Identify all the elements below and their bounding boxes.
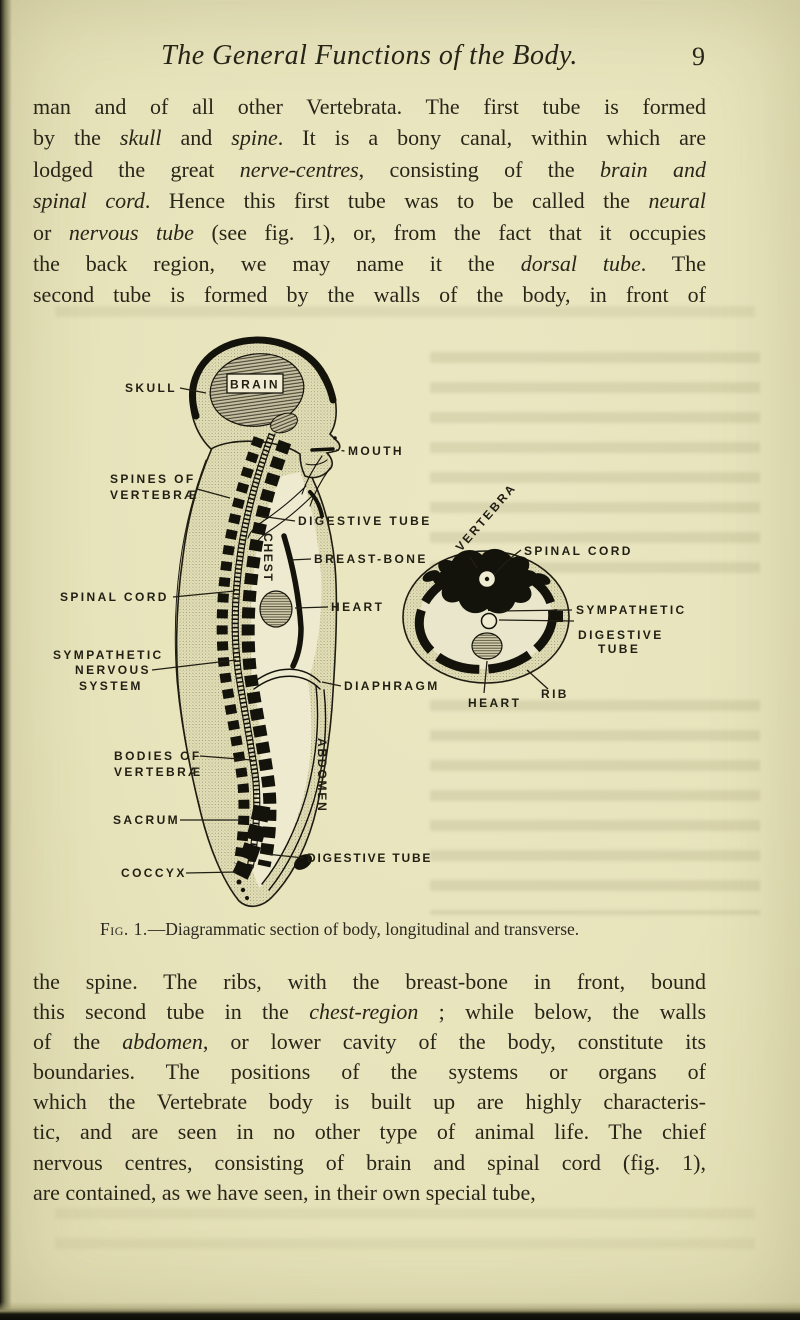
label-heart-right: HEART <box>468 696 521 710</box>
running-header-title: The General Functions of the Body. <box>161 40 578 71</box>
label-breast-bone: BREAST-BONE <box>314 552 428 566</box>
figure-caption-number: Fig. 1. <box>100 919 148 939</box>
text-line: the spine. The ribs, with the breast-bon… <box>33 969 706 994</box>
paragraph-2: the spine. The ribs, with the breast-bon… <box>33 967 706 1208</box>
label-heart-left: HEART <box>331 600 384 614</box>
label-sympathetic-line2: NERVOUS <box>75 663 151 677</box>
label-coccyx: COCCYX <box>121 866 187 880</box>
paragraph-1: man and of all other Vertebrata. The fir… <box>33 91 706 311</box>
label-digestive-tube-right-line2: TUBE <box>598 642 640 656</box>
label-spinal-cord-right: SPINAL CORD <box>524 544 633 558</box>
label-sympathetic-line1: SYMPATHETIC <box>53 648 164 662</box>
figure-caption-text: —Diagrammatic section of body, longitudi… <box>147 919 580 939</box>
text-line: nervous centres, consisting of brain and… <box>33 1149 706 1175</box>
label-chest: CHEST <box>261 533 275 583</box>
text-line: tic, and are seen in no other type of an… <box>33 1119 706 1145</box>
text-line: by the skull and spine. It is a bony can… <box>33 125 706 151</box>
show-through-text <box>430 352 760 582</box>
label-bodies-of-vertebrae-line2: VERTEBRÆ <box>114 765 203 779</box>
page-edge-bottom <box>0 1302 800 1320</box>
text-line: are contained, as we have seen, in their… <box>33 1179 536 1205</box>
label-sympathetic-right: SYMPATHETIC <box>576 603 687 617</box>
text-line: boundaries. The positions of the systems… <box>33 1059 706 1085</box>
label-digestive-tube-upper: DIGESTIVE TUBE <box>298 514 432 528</box>
page-edge-left <box>0 0 12 1320</box>
text-line: spinal cord. Hence this first tube was t… <box>33 188 706 214</box>
leader-lines-left <box>151 387 346 874</box>
longitudinal-section-drawing <box>174 336 341 908</box>
figure-caption: Fig. 1.—Diagrammatic section of body, lo… <box>100 919 720 940</box>
label-sympathetic-line3: SYSTEM <box>79 679 143 693</box>
show-through-text <box>55 306 755 336</box>
show-through-text <box>430 700 760 915</box>
text-line: the back region, we may name it the dors… <box>33 251 706 277</box>
text-line: this second tube in the chest-region ; w… <box>33 999 707 1025</box>
text-line: man and of all other Vertebrata. The fir… <box>33 94 706 119</box>
label-vertebra: VERTEBRA <box>453 480 519 554</box>
leader-lines-right <box>469 549 575 694</box>
text-line: of the abdomen, or lower cavity of the b… <box>33 1029 707 1055</box>
text-line: lodged the great nerve-centres, consisti… <box>33 156 706 182</box>
label-skull: SKULL <box>125 381 177 395</box>
text-line: second tube is formed by the walls of th… <box>33 282 706 308</box>
label-spinal-cord-left: SPINAL CORD <box>60 590 169 604</box>
label-spines-of-vertebrae-line1: SPINES OF <box>110 472 196 486</box>
figure-1-diagram: SKULL BRAIN MOUTH SPINES OF VERTEBRÆ DIG… <box>53 336 687 908</box>
label-rib: RIB <box>541 687 569 701</box>
text-line: which the Vertebrate body is built up ar… <box>33 1089 706 1115</box>
show-through-text <box>55 1208 755 1264</box>
label-mouth: MOUTH <box>348 444 404 458</box>
label-sacrum: SACRUM <box>113 813 180 827</box>
label-diaphragm: DIAPHRAGM <box>344 679 440 693</box>
label-abdomen: ABDOMEN <box>315 738 329 813</box>
page-number: 9 <box>692 42 705 71</box>
label-digestive-tube-lower: DIGESTIVE TUBE <box>307 851 432 865</box>
transverse-section-drawing <box>402 548 570 684</box>
label-digestive-tube-right-line1: DIGESTIVE <box>578 628 664 642</box>
label-bodies-of-vertebrae-line1: BODIES OF <box>114 749 202 763</box>
label-brain: BRAIN <box>230 378 280 392</box>
label-spines-of-vertebrae-line2: VERTEBRÆ <box>110 488 199 502</box>
text-line: or nervous tube (see fig. 1), or, from t… <box>33 219 707 245</box>
